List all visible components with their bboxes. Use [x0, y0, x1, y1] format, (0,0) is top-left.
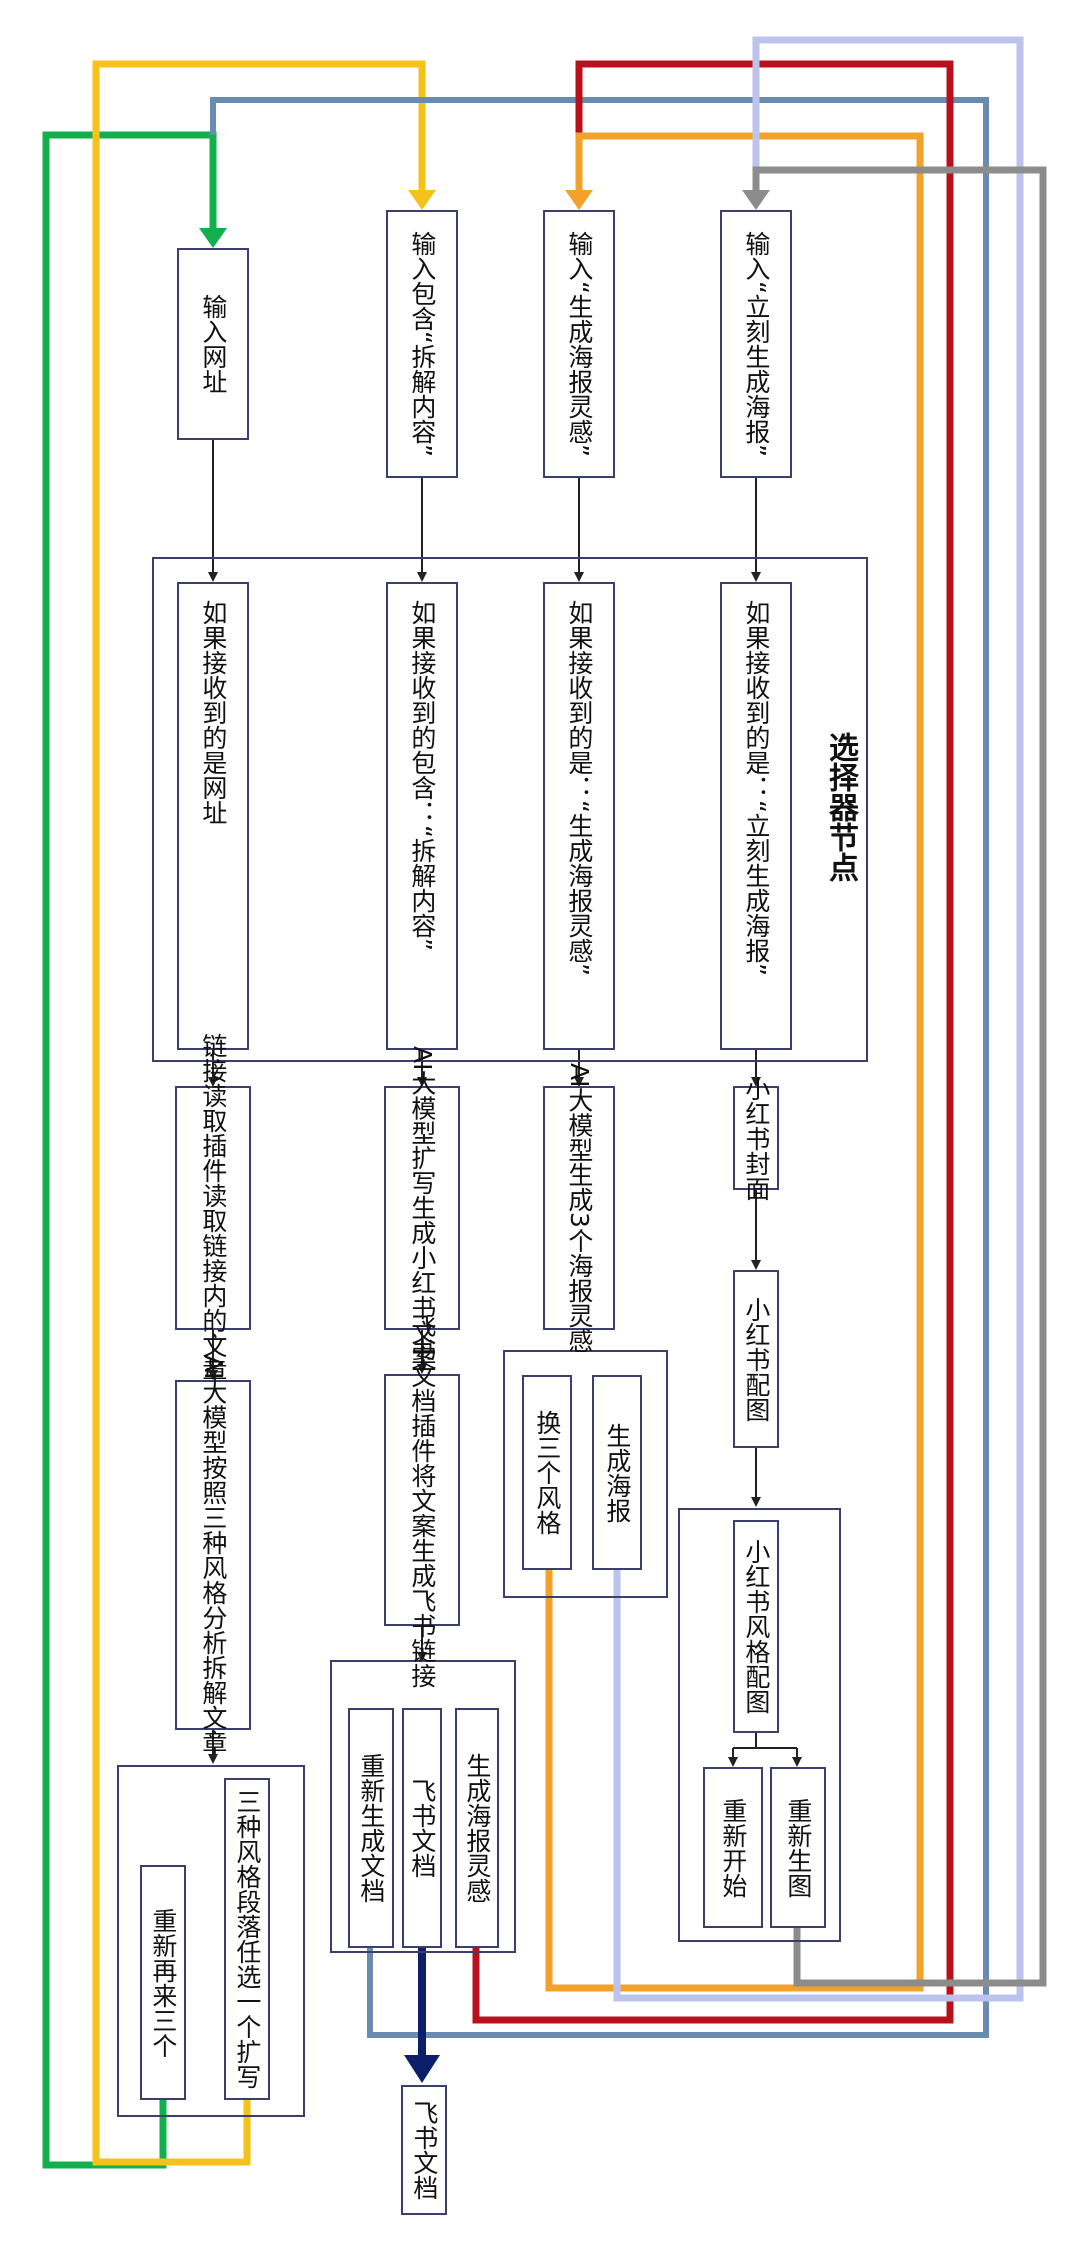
input-split-node[interactable]: 输入包含“拆解内容” — [386, 210, 458, 478]
loop-lavender-line — [613, 36, 1024, 2002]
link-reader-plugin-node[interactable]: 链接读取插件读取链接内的文章 — [175, 1033, 251, 1383]
split-options-group — [117, 1765, 305, 2117]
loop-green-line — [42, 131, 217, 2169]
pick-one-expand-button[interactable]: 三种风格段落任选一个扩写 — [224, 1778, 270, 2100]
ai-analyze-node[interactable]: AI大模型按照三种风格分析拆解文章 — [175, 1355, 251, 1755]
loop-yellow-line — [92, 60, 426, 2166]
ai-expand-node[interactable]: AI大模型扩写生成小红书文案 — [384, 1046, 460, 1370]
regenerate-image-button[interactable]: 重新生图 — [770, 1767, 826, 1928]
selector-node-title: 选择器节点 — [823, 732, 858, 882]
input-idea-node[interactable]: 输入“生成海报灵感” — [543, 210, 615, 478]
loop-orange-line — [545, 132, 924, 1992]
xhs-style-group — [678, 1508, 841, 1942]
flow-arrows — [208, 440, 802, 1767]
doc-options-group — [330, 1660, 516, 1953]
again-three-button[interactable]: 重新再来三个 — [140, 1865, 186, 2100]
loop-gray-line — [752, 166, 1047, 1987]
condition-url-node[interactable]: 如果接收到的是网址 — [177, 582, 249, 1050]
loop-green-arrowhead — [199, 228, 227, 248]
input-url-node[interactable]: 输入网址 — [177, 248, 249, 440]
loop-orange-arrowhead — [565, 190, 593, 210]
selector-node-group — [152, 557, 868, 1062]
xhs-style-image-node[interactable]: 小红书风格配图 — [733, 1520, 779, 1733]
generate-poster-button[interactable]: 生成海报 — [592, 1375, 642, 1570]
loop-yellow-arrowhead — [408, 190, 436, 210]
poster-options-group — [503, 1350, 668, 1598]
xhs-cover-node[interactable]: 小红书封面 — [733, 1076, 779, 1201]
navy-link-arrowhead — [404, 2055, 440, 2083]
generate-idea-button[interactable]: 生成海报灵感 — [455, 1708, 499, 1948]
loop-red-line — [472, 60, 954, 2024]
condition-idea-node[interactable]: 如果接收到的是：“生成海报灵感” — [543, 582, 615, 1050]
loop-steel-line — [210, 97, 989, 2038]
feishu-doc-output-node[interactable]: 飞书文档 — [401, 2085, 447, 2215]
feishu-plugin-node[interactable]: 飞书文档插件将文案生成飞书链接 — [384, 1313, 460, 1688]
regenerate-doc-button[interactable]: 重新生成文档 — [348, 1708, 394, 1948]
loop-gray-arrowhead — [742, 190, 770, 210]
condition-poster-node[interactable]: 如果接收到的是：“立刻生成海报” — [720, 582, 792, 1050]
restart-button[interactable]: 重新开始 — [703, 1767, 763, 1928]
condition-split-node[interactable]: 如果接收到的包含：“拆解内容” — [386, 582, 458, 1050]
input-poster-node[interactable]: 输入“立刻生成海报” — [720, 210, 792, 478]
xhs-image-node[interactable]: 小红书配图 — [733, 1270, 779, 1448]
ai-idea-node[interactable]: AI大模型生成3个海报灵感 — [543, 1063, 615, 1353]
change-styles-button[interactable]: 换三个风格 — [522, 1375, 572, 1570]
feishu-doc-button[interactable]: 飞书文档 — [402, 1708, 442, 1948]
